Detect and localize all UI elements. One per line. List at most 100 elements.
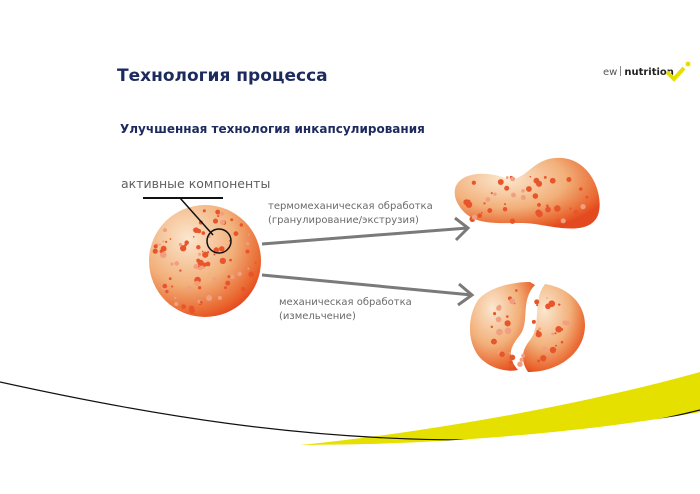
dot [206, 295, 213, 302]
dot [569, 207, 572, 210]
dot [199, 300, 202, 304]
dot [549, 346, 557, 354]
dot [223, 286, 227, 290]
dot [162, 240, 165, 243]
source-particle [149, 205, 261, 317]
fragment-left [469, 282, 535, 371]
dot [535, 209, 542, 216]
dot [554, 332, 557, 335]
dot [504, 327, 512, 335]
dot [519, 357, 524, 362]
dot [202, 266, 206, 269]
dot [162, 228, 167, 233]
dot [542, 346, 547, 352]
dot [174, 261, 179, 266]
dot [490, 325, 494, 329]
fragment-right [522, 284, 585, 372]
dot [546, 204, 549, 208]
thermo-label-line1: термомеханическая обработка [268, 201, 433, 212]
dot [490, 192, 493, 195]
fragment-dots [490, 289, 570, 367]
dot [480, 211, 483, 214]
dot [540, 355, 547, 362]
dot [585, 195, 589, 199]
dot [194, 280, 200, 287]
logo-ew: ew [603, 67, 618, 78]
dot [181, 304, 186, 310]
dot [162, 283, 168, 289]
dot [536, 304, 539, 307]
dot [515, 289, 518, 292]
logo-brand: nutrition [624, 67, 674, 78]
dot [165, 289, 169, 294]
dot [520, 194, 526, 201]
dot [174, 301, 179, 307]
dot [229, 274, 235, 279]
dot [485, 197, 491, 202]
dot [247, 233, 250, 236]
logo-divider [620, 66, 622, 76]
dot [497, 304, 502, 310]
dot [219, 219, 226, 225]
dot [521, 353, 526, 358]
dot [201, 250, 204, 253]
dot [227, 275, 231, 279]
dot [246, 242, 250, 246]
dot [159, 251, 167, 259]
dot [536, 180, 543, 187]
dot [168, 277, 172, 281]
mechanical-label: механическая обработка (измельчение) [279, 296, 412, 324]
dot [545, 206, 551, 213]
dot [534, 299, 540, 305]
dot [248, 271, 255, 278]
dot [505, 176, 509, 179]
dot [233, 231, 239, 237]
dot [217, 295, 222, 300]
logo-check-icon [665, 61, 691, 82]
dot [510, 176, 516, 182]
dot [517, 361, 523, 367]
footer-swoosh [300, 372, 700, 445]
dot [531, 319, 536, 324]
dot [496, 328, 503, 336]
dot [545, 303, 551, 310]
dot [490, 338, 497, 345]
dot [235, 219, 239, 222]
dot [202, 251, 209, 258]
dot [493, 192, 497, 196]
dot [551, 332, 555, 336]
thermo-label: термомеханическая обработка (гранулирова… [268, 200, 433, 228]
dot [198, 252, 202, 256]
dot [529, 175, 532, 178]
dot [197, 286, 202, 290]
thermo-label-line2: (гранулирование/экструзия) [268, 215, 419, 226]
dot [483, 202, 486, 205]
dot [493, 312, 497, 316]
dot [471, 180, 476, 185]
dot [508, 351, 511, 354]
mechanical-label-line1: механическая обработка [279, 297, 412, 308]
dot [497, 179, 504, 185]
dot [219, 257, 226, 265]
dot [247, 267, 250, 270]
dot [213, 247, 220, 253]
dot [521, 189, 525, 193]
dot [504, 320, 511, 327]
dot [153, 244, 158, 249]
dot [477, 213, 482, 219]
dot [471, 214, 477, 220]
dot [509, 298, 516, 305]
dot [152, 248, 158, 254]
dot [487, 208, 493, 214]
dot [560, 218, 566, 224]
dot [196, 245, 201, 250]
dot [465, 201, 473, 208]
dot [537, 359, 541, 363]
dot [193, 227, 199, 234]
dot [170, 262, 174, 266]
dot [537, 327, 541, 331]
dot [509, 354, 516, 361]
dot [537, 203, 541, 207]
dot [564, 320, 570, 326]
